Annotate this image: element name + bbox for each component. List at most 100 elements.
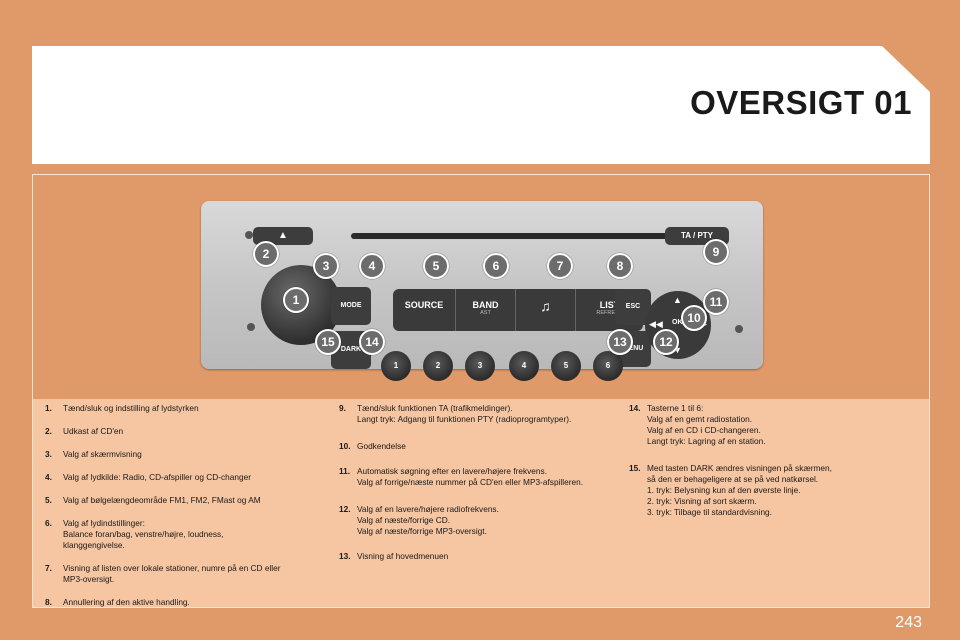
callout-2: 2 bbox=[253, 241, 279, 267]
legend-item-text: klanggengivelse. bbox=[63, 540, 125, 550]
legend-item-text: 2. tryk: Visning af sort skærm. bbox=[647, 496, 757, 506]
legend-item: 5. Valg af bølgelængdeområde FM1, FM2, FM… bbox=[45, 495, 335, 506]
legend-item-number: 9. bbox=[339, 403, 346, 413]
arrow-left-icon: ◀◀ bbox=[649, 319, 663, 329]
legend-item-number: 8. bbox=[45, 597, 52, 607]
callout-9: 9 bbox=[703, 239, 729, 265]
title-panel bbox=[32, 46, 930, 164]
legend-item-text: Valg af bølgelængdeområde FM1, FM2, FMas… bbox=[63, 495, 261, 505]
legend-item: 15. Med tasten DARK ændres visningen på s… bbox=[629, 463, 923, 518]
legend-item-text: Tænd/sluk og indstilling af lydstyrken bbox=[63, 403, 199, 413]
legend-item-text: Tasterne 1 til 6: bbox=[647, 403, 704, 413]
legend-item-number: 10. bbox=[339, 441, 351, 451]
legend-item: 2. Udkast af CD'en bbox=[45, 426, 335, 437]
legend-item-text: Med tasten DARK ændres visningen på skær… bbox=[647, 463, 832, 473]
mode-button[interactable]: MODE bbox=[331, 287, 371, 325]
page-title: OVERSIGT 01 bbox=[690, 84, 912, 121]
preset-button-5[interactable]: 5 bbox=[551, 351, 581, 381]
screw bbox=[245, 231, 253, 239]
preset-button-6[interactable]: 6 bbox=[593, 351, 623, 381]
legend-item-number: 15. bbox=[629, 463, 641, 473]
screw bbox=[735, 325, 743, 333]
preset-button-2[interactable]: 2 bbox=[423, 351, 453, 381]
source-label: SOURCE bbox=[404, 300, 444, 310]
legend-item-number: 1. bbox=[45, 403, 52, 413]
audio-settings-button[interactable]: ♫ bbox=[515, 289, 575, 331]
legend-item: 4. Valg af lydkilde: Radio, CD-afspiller … bbox=[45, 472, 335, 483]
legend-item-number: 14. bbox=[629, 403, 641, 413]
callout-5: 5 bbox=[423, 253, 449, 279]
arrow-up-icon: ▲ bbox=[673, 295, 682, 305]
legend-item-text: Valg af lydkilde: Radio, CD-afspiller og… bbox=[63, 472, 251, 482]
list-label: LIST bbox=[599, 300, 620, 310]
legend-item-text: Valg af en CD i CD-changeren. bbox=[647, 425, 761, 435]
callout-11: 11 bbox=[703, 289, 729, 315]
page-number: 243 bbox=[895, 614, 922, 631]
legend-item-text: Visning af listen over lokale stationer,… bbox=[63, 563, 281, 573]
legend-item: 1. Tænd/sluk og indstilling af lydstyrken bbox=[45, 403, 335, 414]
eject-button[interactable]: ▲ bbox=[253, 227, 313, 245]
legend-item-text: 3. tryk: Tilbage til standardvisning. bbox=[647, 507, 772, 517]
legend-item-text: Automatisk søgning efter en lavere/højer… bbox=[357, 466, 547, 476]
legend-item-text: Valg af forrige/næste nummer på CD'en el… bbox=[357, 477, 584, 487]
band-sub-label: AST bbox=[480, 310, 491, 316]
legend-item: 12. Valg af en lavere/højere radiofrekven… bbox=[339, 504, 629, 537]
callout-14: 14 bbox=[359, 329, 385, 355]
legend-item-number: 6. bbox=[45, 518, 52, 528]
legend-item-text: Tænd/sluk funktionen TA (trafikmeldinger… bbox=[357, 403, 513, 413]
legend-item-number: 5. bbox=[45, 495, 52, 505]
legend-item: 3. Valg af skærmvisning bbox=[45, 449, 335, 460]
callout-1: 1 bbox=[283, 287, 309, 313]
legend-item-text: Annullering af den aktive handling. bbox=[63, 597, 190, 607]
legend-item-number: 7. bbox=[45, 563, 52, 573]
legend-item: 9. Tænd/sluk funktionen TA (trafikmelding… bbox=[339, 403, 629, 425]
legend-column-3: 14.Tasterne 1 til 6:Valg af en gemt radi… bbox=[629, 403, 923, 534]
legend-item-number: 12. bbox=[339, 504, 351, 514]
legend-item-number: 3. bbox=[45, 449, 52, 459]
band-label: BAND bbox=[472, 300, 499, 310]
legend-item: 13. Visning af hovedmenuen bbox=[339, 551, 629, 562]
callout-8: 8 bbox=[607, 253, 633, 279]
legend-item-number: 4. bbox=[45, 472, 52, 482]
legend-item-text: Valg af lydindstillinger: bbox=[63, 518, 145, 528]
legend-item-text: Visning af hovedmenuen bbox=[357, 551, 449, 561]
preset-button-1[interactable]: 1 bbox=[381, 351, 411, 381]
legend-item-text: Valg af skærmvisning bbox=[63, 449, 142, 459]
preset-button-3[interactable]: 3 bbox=[465, 351, 495, 381]
legend-item-text: Udkast af CD'en bbox=[63, 426, 124, 436]
legend-column-2: 9. Tænd/sluk funktionen TA (trafikmelding… bbox=[339, 403, 629, 576]
legend-item: 8. Annullering af den aktive handling. bbox=[45, 597, 335, 608]
legend-item-number: 11. bbox=[339, 466, 351, 476]
legend-item-text: MP3-oversigt. bbox=[63, 574, 115, 584]
legend-item-text: Valg af næste/forrige MP3-oversigt. bbox=[357, 526, 487, 536]
legend-item: 6. Valg af lydindstillinger:Balance foran… bbox=[45, 518, 335, 551]
legend-item-number: 2. bbox=[45, 426, 52, 436]
legend-item-text: Balance foran/bag, venstre/højre, loudne… bbox=[63, 529, 224, 539]
callout-3: 3 bbox=[313, 253, 339, 279]
screw bbox=[247, 323, 255, 331]
source-button[interactable]: SOURCE bbox=[393, 289, 455, 331]
callout-6: 6 bbox=[483, 253, 509, 279]
legend-item-text: 1. tryk: Belysning kun af den øverste li… bbox=[647, 485, 801, 495]
callout-15: 15 bbox=[315, 329, 341, 355]
preset-button-4[interactable]: 4 bbox=[509, 351, 539, 381]
music-note-icon: ♫ bbox=[540, 298, 551, 314]
list-sub-label: REFRESH bbox=[596, 310, 623, 316]
legend-item-text: Valg af næste/forrige CD. bbox=[357, 515, 450, 525]
legend-item-text: Langt tryk: Lagring af en station. bbox=[647, 436, 766, 446]
cd-slot bbox=[351, 233, 671, 239]
legend-column-1: 1. Tænd/sluk og indstilling af lydstyrken… bbox=[45, 403, 335, 620]
legend-item-text: Valg af en lavere/højere radiofrekvens. bbox=[357, 504, 499, 514]
legend-item: 14.Tasterne 1 til 6:Valg af en gemt radi… bbox=[629, 403, 923, 447]
legend-item: 10. Godkendelse bbox=[339, 441, 629, 452]
legend-item-number: 13. bbox=[339, 551, 351, 561]
callout-7: 7 bbox=[547, 253, 573, 279]
ok-label: OK bbox=[672, 319, 683, 326]
callout-4: 4 bbox=[359, 253, 385, 279]
legend-item-text: Godkendelse bbox=[357, 441, 406, 451]
callout-13: 13 bbox=[607, 329, 633, 355]
